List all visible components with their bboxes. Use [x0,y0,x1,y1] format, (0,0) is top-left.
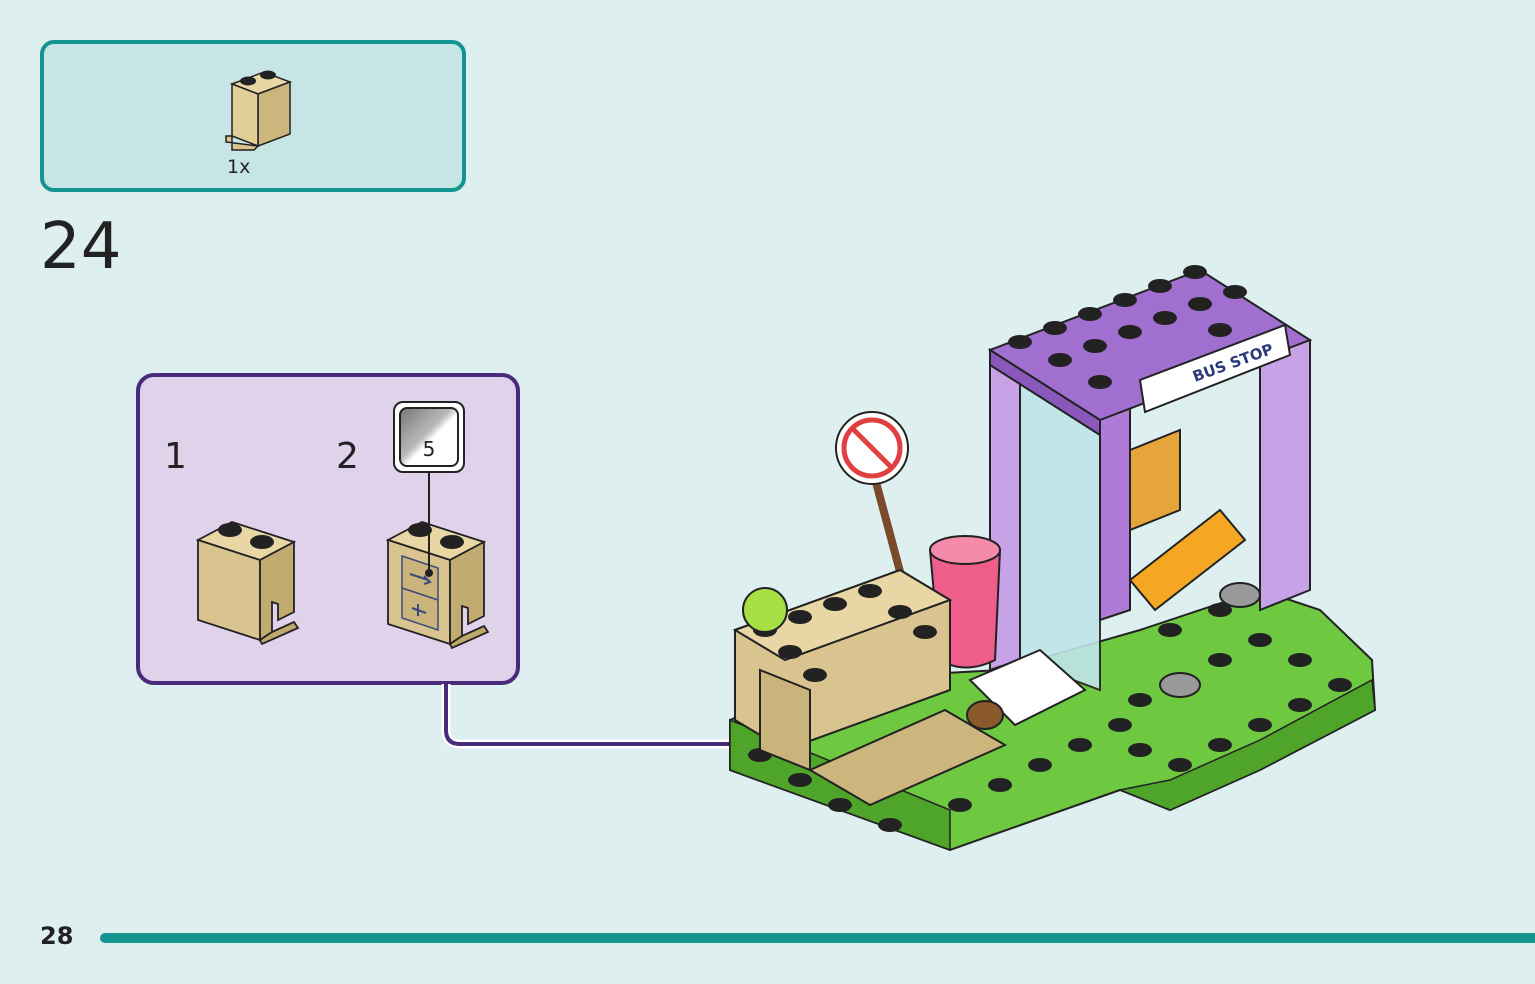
sub-assembly-callout: 1 2 [136,373,520,685]
sticker-callout: 5 [393,401,465,473]
grey-round-tile [1159,672,1201,698]
grey-round-tile [1219,582,1261,608]
bus-stop-model-illustration: BUS STOP [729,265,1377,852]
orange-bench [1128,508,1247,612]
progress-bar [100,933,1535,943]
bus-stop-sign [1138,323,1292,414]
page-number: 28 [40,922,74,950]
sticker-leader-line [425,473,433,577]
parts-list-box: 1x [40,40,466,192]
part-quantity: 1x [227,156,251,178]
sub-step-2-label: 2 [336,436,359,477]
purple-shelter-pillar [1099,388,1131,622]
step-number: 24 [40,210,122,284]
sticker-icon: 5 [399,407,459,467]
tan-panel-brick-icon [225,70,293,151]
lime-bush [742,587,788,633]
sticker-number: 5 [422,437,436,461]
sub-step-1-label: 1 [164,436,187,477]
tan-panel-brick-icon [195,521,300,646]
tan-panel-brick-with-sticker-icon [385,521,490,650]
